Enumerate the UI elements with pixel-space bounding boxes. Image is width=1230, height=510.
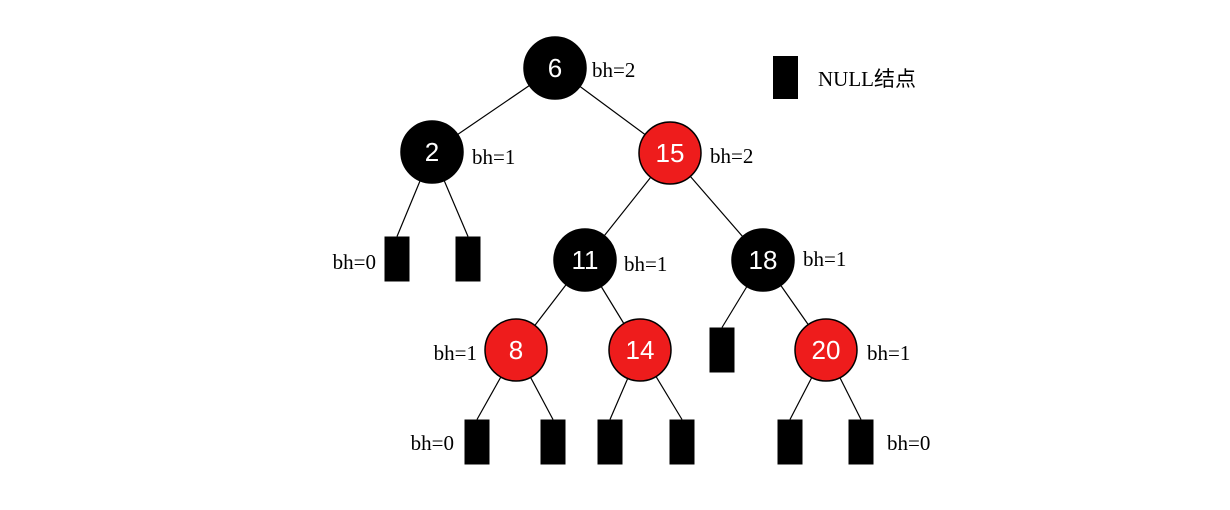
node-bh-label: bh=2 <box>710 144 753 168</box>
null-leaf <box>669 419 695 465</box>
tree-node-8: 8 <box>484 318 548 382</box>
node-bh-label: bh=1 <box>434 341 477 365</box>
red-node-circle <box>484 318 548 382</box>
legend-null-leaf-icon <box>773 56 798 99</box>
tree-node-11: 11 <box>553 228 617 292</box>
null-leaves <box>384 236 874 465</box>
node-value: 6 <box>548 53 562 83</box>
node-bh-label: bh=2 <box>592 58 635 82</box>
node-value: 2 <box>425 137 439 167</box>
tree-node-15: 15 <box>638 121 702 185</box>
node-value: 14 <box>626 335 655 365</box>
node-bh-label: bh=1 <box>624 252 667 276</box>
red-node-circle <box>794 318 858 382</box>
leaf-bh-label: bh=0 <box>333 250 376 274</box>
null-leaf <box>384 236 410 282</box>
null-leaf <box>777 419 803 465</box>
tree-node-14: 14 <box>608 318 672 382</box>
black-node-circle <box>400 120 464 184</box>
node-bh-label: bh=1 <box>472 145 515 169</box>
null-leaf <box>709 327 735 373</box>
black-node-circle <box>731 228 795 292</box>
tree-node-2: 2 <box>400 120 464 184</box>
black-node-circle <box>553 228 617 292</box>
tree-node-6: 6 <box>523 36 587 100</box>
legend-label: NULL结点 <box>818 67 916 91</box>
null-leaf <box>455 236 481 282</box>
leaf-bh-label: bh=0 <box>887 431 930 455</box>
tree-nodes: 6 2 15 11 18 8 14 20 <box>400 36 858 382</box>
tree-node-20: 20 <box>794 318 858 382</box>
null-leaf <box>540 419 566 465</box>
tree-node-18: 18 <box>731 228 795 292</box>
node-value: 20 <box>812 335 841 365</box>
node-value: 11 <box>572 245 599 275</box>
null-leaf <box>597 419 623 465</box>
null-leaf <box>848 419 874 465</box>
red-node-circle <box>638 121 702 185</box>
red-node-circle <box>608 318 672 382</box>
null-leaf <box>464 419 490 465</box>
bh-labels: bh=0 bh=0 bh=0 bh=2 bh=1 bh=2 bh=1 bh=1 bh=1 bh=1 <box>333 58 931 455</box>
node-value: 15 <box>656 138 685 168</box>
node-value: 8 <box>509 335 523 365</box>
black-node-circle <box>523 36 587 100</box>
node-bh-label: bh=1 <box>803 247 846 271</box>
leaf-bh-label: bh=0 <box>411 431 454 455</box>
node-bh-label: bh=1 <box>867 341 910 365</box>
node-value: 18 <box>749 245 778 275</box>
legend: NULL结点 <box>773 56 916 99</box>
